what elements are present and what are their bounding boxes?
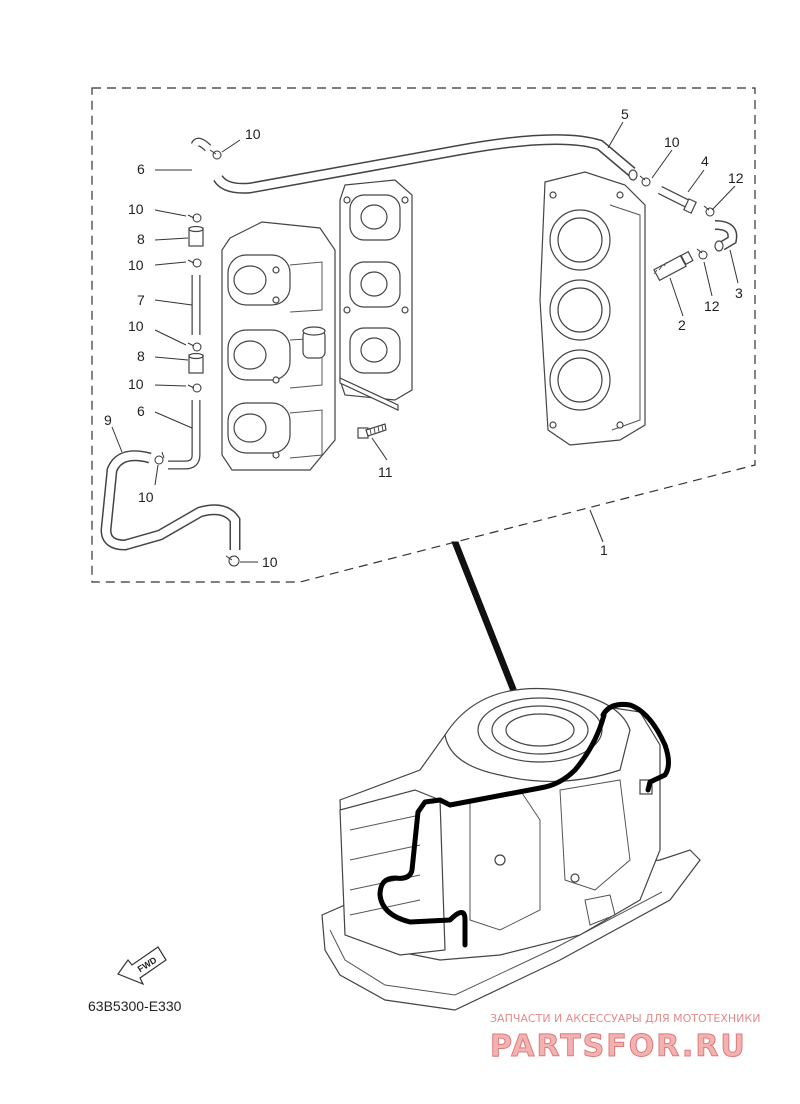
clip-icons <box>154 149 715 567</box>
hose-6-upper <box>190 137 212 175</box>
leader-lines <box>111 121 739 563</box>
fitting-4 <box>657 185 697 214</box>
callout-10-c: 10 <box>128 318 144 334</box>
callout-8-upper: 8 <box>137 231 145 247</box>
callout-1: 1 <box>600 542 608 558</box>
callout-4: 4 <box>701 153 709 169</box>
callout-7: 7 <box>137 292 145 308</box>
callout-11: 11 <box>378 464 393 480</box>
callout-2: 2 <box>678 317 686 333</box>
callout-10-e: 10 <box>138 489 154 505</box>
hose-6-lower <box>168 400 201 470</box>
callout-10-f: 10 <box>262 554 278 570</box>
intake-plate <box>339 179 413 411</box>
callout-10-a: 10 <box>128 201 144 217</box>
fwd-arrow-icon: FWD <box>117 946 167 986</box>
hose-route-highlight <box>377 702 671 948</box>
callout-3: 3 <box>735 285 743 301</box>
callout-10-h: 10 <box>664 134 680 150</box>
fitting-2 <box>653 250 694 282</box>
callout-12-lower: 12 <box>704 298 720 314</box>
callout-10-b: 10 <box>128 257 144 273</box>
callout-6-lower: 6 <box>137 403 145 419</box>
callout-8-lower: 8 <box>137 348 145 364</box>
cylinder-block <box>539 171 646 446</box>
callout-12-upper: 12 <box>728 170 744 186</box>
bolt-11 <box>357 423 387 439</box>
joint-8-lower <box>188 352 204 374</box>
engine-illustration <box>321 687 701 1011</box>
diagram-code: 63B5300-E330 <box>88 998 182 1014</box>
watermark-tagline: ЗАПЧАСТИ И АКСЕССУАРЫ ДЛЯ МОТОТЕХНИКИ <box>490 1012 760 1025</box>
watermark-brand: PARTSFOR.RU <box>490 1029 747 1064</box>
carburetor-assembly <box>221 221 336 471</box>
hose-5 <box>213 134 638 194</box>
hose-9 <box>100 450 241 551</box>
callout-10-g: 10 <box>245 126 261 142</box>
hose-3 <box>714 220 738 252</box>
assembly-boundary <box>91 87 756 583</box>
callout-6-upper: 6 <box>137 161 145 177</box>
joint-8-upper <box>188 225 204 247</box>
callout-10-d: 10 <box>128 376 144 392</box>
callout-5: 5 <box>621 106 629 122</box>
callout-9: 9 <box>104 412 112 428</box>
